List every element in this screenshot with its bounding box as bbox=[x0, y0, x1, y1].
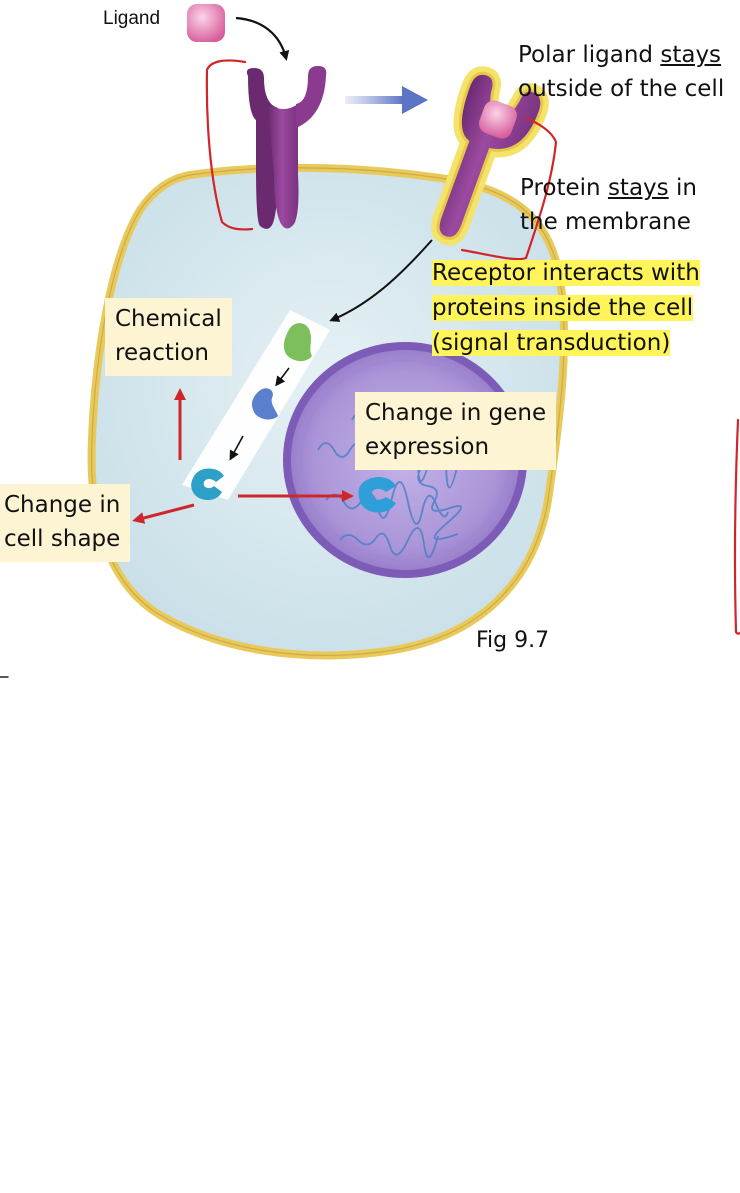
polar-ligand-note: Polar ligand stays outside of the cell bbox=[518, 42, 725, 102]
relay-protein-icon bbox=[191, 468, 224, 501]
stays-underlined: stays bbox=[607, 175, 669, 201]
ligand-label: Ligand bbox=[103, 8, 161, 29]
relay-protein-icon bbox=[251, 388, 278, 420]
ligand-icon bbox=[187, 4, 225, 42]
gene-expression-label: Change in gene expression bbox=[355, 392, 557, 470]
activated-receptor-icon bbox=[431, 66, 549, 246]
chemical-reaction-label: Chemical reaction bbox=[105, 298, 232, 376]
relay-pathway bbox=[182, 310, 330, 501]
cell-shape-label: Change in cell shape bbox=[0, 484, 131, 562]
receptor-interaction-note: Receptor interacts with proteins inside … bbox=[432, 260, 700, 356]
active-transcription-factor-icon bbox=[358, 477, 396, 513]
bound-ligand-icon bbox=[478, 100, 517, 139]
bracket-right-edge bbox=[733, 418, 740, 635]
annotation-brackets bbox=[0, 59, 740, 678]
ligand-binding-arrow bbox=[235, 16, 290, 61]
stays-underlined: stays bbox=[660, 42, 722, 68]
cell-membrane-inner-line bbox=[90, 167, 565, 656]
protein-membrane-note: Protein stays in the membrane bbox=[520, 175, 697, 235]
activation-arrow bbox=[345, 86, 428, 114]
relay-protein-icon bbox=[283, 323, 312, 362]
bracket-activated-receptor bbox=[460, 116, 558, 261]
response-arrows bbox=[132, 388, 354, 524]
ligand-cube-icon bbox=[187, 4, 225, 42]
figure-caption: Fig 9.7 bbox=[476, 628, 550, 653]
arrow-to-cell-shape bbox=[132, 503, 195, 524]
receptor-icon bbox=[246, 66, 327, 229]
bracket-receptor bbox=[205, 59, 254, 231]
transduction-arrow bbox=[329, 239, 433, 322]
